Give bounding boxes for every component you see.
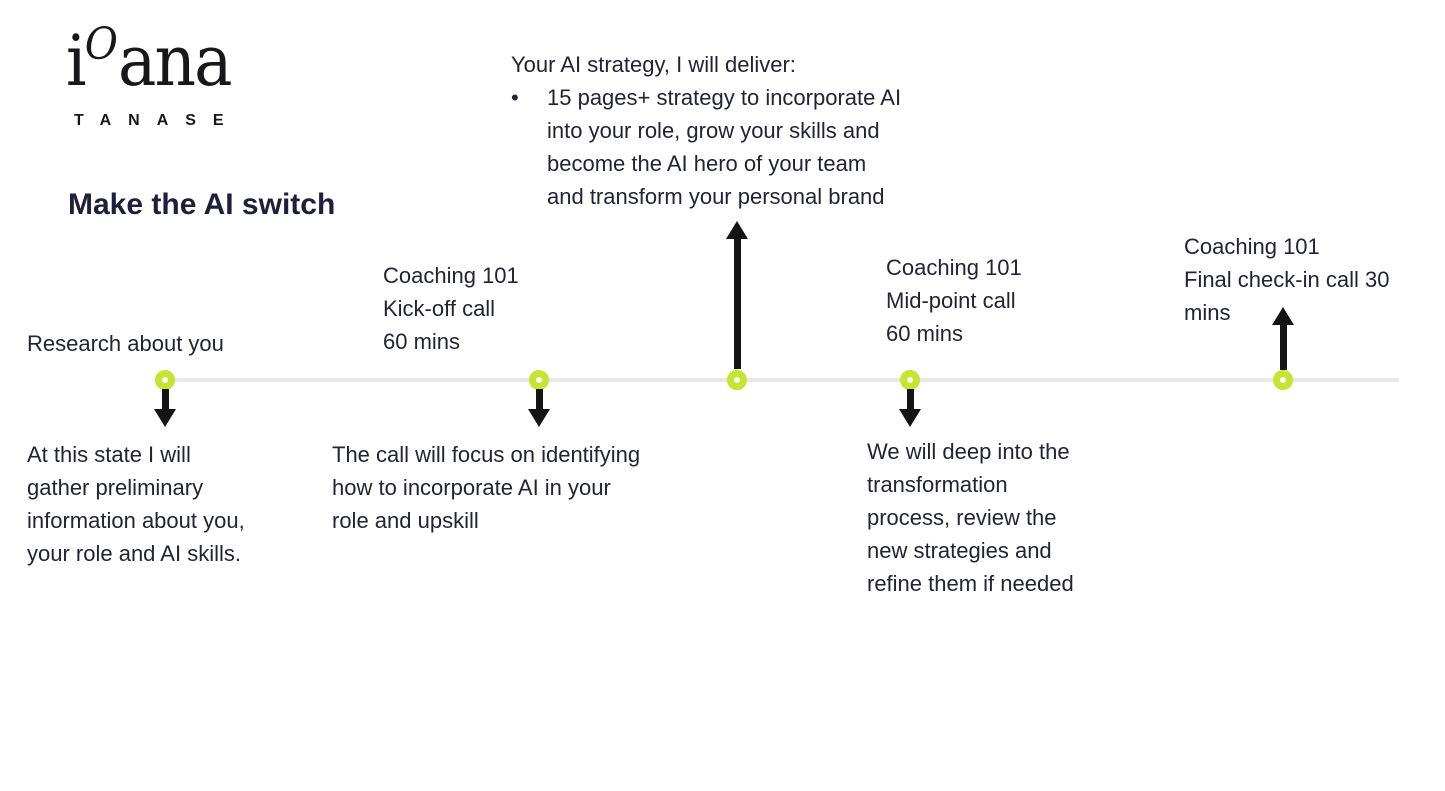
page-title: Make the AI switch [68,188,336,221]
down-arrow-icon [154,389,176,427]
down-arrow-icon [528,389,550,427]
bullet-marker-icon: • [511,85,519,110]
timeline-node-4 [900,370,920,390]
up-arrow-icon [1272,307,1294,370]
milestone-label-1: Research about you [27,331,224,356]
deliverable-heading: Your AI strategy, I will deliver: [511,52,796,77]
deliverable-bullet-item: • 15 pages+ strategy to incorporate AI i… [511,81,901,213]
timeline-node-1 [155,370,175,390]
up-arrow-icon [726,221,748,369]
deliverable-callout: Your AI strategy, I will deliver: • 15 p… [511,48,901,213]
milestone-label-5: Coaching 101 Final check-in call 30 mins [1184,234,1390,325]
milestone-label-4: Coaching 101 Mid-point call 60 mins [886,255,1022,346]
milestone-label-2: Coaching 101 Kick-off call 60 mins [383,263,519,354]
timeline-node-3 [727,370,747,390]
logo-wordmark: iOana [66,19,233,108]
milestone-description-2: The call will focus on identifying how t… [332,442,641,533]
timeline-node-5 [1273,370,1293,390]
timeline-node-2 [529,370,549,390]
milestone-description-1: At this state I will gather preliminary … [27,442,245,566]
logo-letter-i: i [66,20,87,102]
brand-logo: iOana TANASE [66,19,245,130]
timeline-line [165,378,1399,382]
logo-subtitle: TANASE [74,112,241,129]
logo-letter-o: O [84,19,118,70]
deliverable-bullet-text: 15 pages+ strategy to incorporate AI int… [547,85,902,209]
milestone-description-4: We will deep into the transformation pro… [867,439,1074,596]
down-arrow-icon [899,389,921,427]
logo-letters-ana: ana [117,20,233,102]
